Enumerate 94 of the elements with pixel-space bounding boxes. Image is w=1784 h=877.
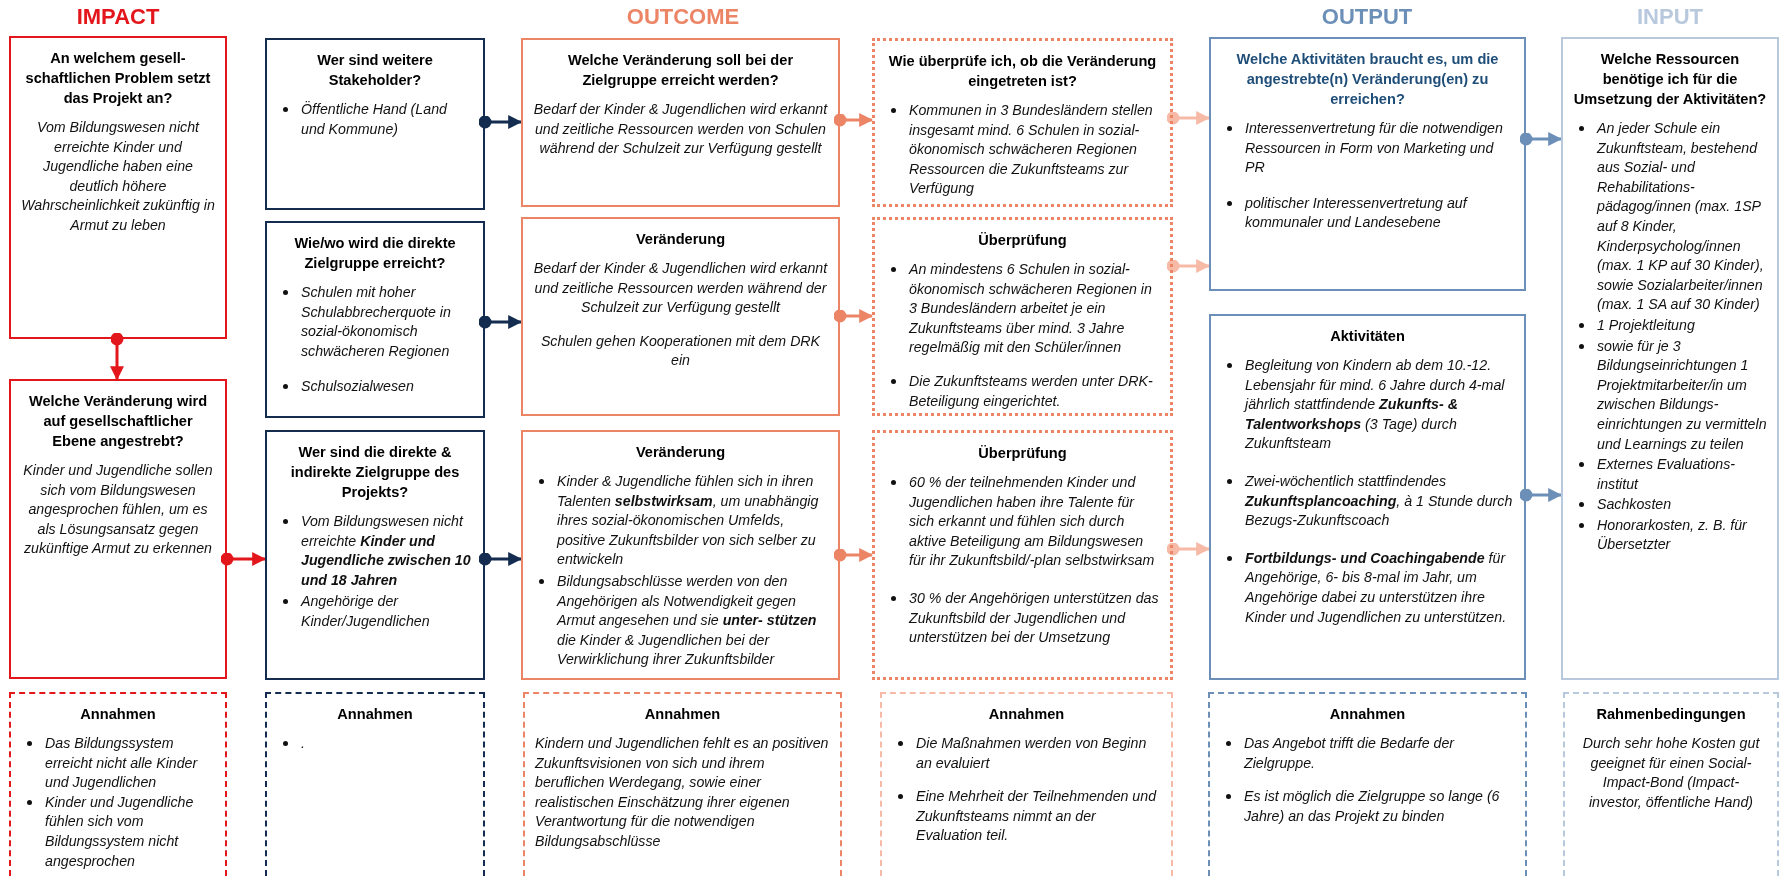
box-heading: Wie/wo wird die direkte Zielgruppe erreicht? [293, 234, 457, 273]
question-box [265, 430, 485, 680]
bullet-item: Die Zukunftsteams werden unter DRK-Beteiligung eingerichtet. [909, 371, 1154, 411]
bullet-item: An mindestens 6 Schulen in sozial-ökonomisch schwächeren Regionen in 3 Bundesländern arbeitet je ein Zukunftsteams über mind. 3 Jahre regelmäßig mit den Schüler/innen [909, 260, 1153, 358]
bullet-item: Zwei-wöchentlich stattfindendes Zukunftsplancoaching, à 1 Stunde durch Bezugs-Zukunftscoach [1245, 471, 1514, 531]
bullet-item: Schulsozialwesen [301, 377, 415, 397]
box-text: Durch sehr hohe Kosten gut geeignet für einen Social- Impact-Bond (Impact- investor, öffentliche Hand) [1581, 734, 1761, 812]
bullet-item: Angehörige der Kinder/Jugendlichen [301, 592, 431, 631]
question-box [1209, 37, 1526, 291]
bullet-item: Kinder & Jugendliche fühlen sich in ihren Talenten selbstwirksam, um unabhängig ihres sozial-ökonomischen Umfelds, positive Zukunftsbilder von sich selber zu entwickeln [557, 472, 820, 570]
bullet-item: Eine Mehrheit der Teilnehmenden und Zukunftsteams nimmt an der Evaluation teil. [916, 787, 1158, 846]
arrow [1519, 488, 1563, 502]
bullet-item: Externes Evaluations- institut [1597, 455, 1736, 494]
bullet-item: Schulen mit hoher Schulabbrecherquote in sozial-ökonomisch schwächeren Regionen [301, 283, 452, 361]
question-box [265, 221, 485, 418]
arrow [833, 548, 874, 562]
box-heading: An welchem gesell- schaftlichen Problem setzt das Projekt an? [24, 49, 212, 108]
bullet-item: Fortbildungs- und Coachingabende für Angehörige, 6- bis 8-mal im Jahr, um Angehörige dabei zu unterstützen ihre Kinder und Jugendlichen zu unterstützen. [1245, 548, 1508, 627]
box-heading: Welche Veränderung wird auf gesellschaftlicher Ebene angestrebt? [27, 392, 209, 451]
bullet-item: Die Maßnahmen werden von Beginn an evaluiert [916, 734, 1148, 773]
column-heading: IMPACT [76, 4, 160, 30]
outcome-box [521, 217, 840, 416]
box-text: Bedarf der Kinder & Jugendlichen wird erkannt und zeitliche Ressourcen werden von Schulen während der Schulzeit zur Verfügung gestellt [533, 100, 828, 159]
box-heading: Wie überprüfe ich, ob die Veränderung eingetreten ist? [887, 52, 1158, 91]
bullet-item: 30 % der Angehörigen unterstützen das Zukunftsbild der Jugendlichen und unterstützen bei der Umsetzung [909, 588, 1160, 648]
question-box [521, 38, 840, 207]
bullet-item: Bildungsabschlüsse werden von den Angehörigen als Notwendigkeit gegen Armut angesehen und sie unter- stützen die Kinder & Jugendlichen bei der Verwirklichung ihrer Zukunftsbilder [557, 571, 818, 670]
question-box [265, 38, 485, 210]
box-heading: Welche Ressourcen benötige ich für die Umsetzung der Aktivitäten? [1573, 50, 1767, 109]
box-heading: Rahmenbedingungen [1595, 705, 1747, 724]
box-text: Vom Bildungswesen nicht erreichte Kinder und Jugendliche haben eine deutlich höhere Wahrscheinlichkeit zukünftig in Armut zu leben [21, 118, 215, 235]
bullet-item: Es ist möglich die Zielgruppe so lange (6 Jahre) an das Projekt zu binden [1244, 787, 1501, 826]
box-heading: Annahmen [643, 705, 722, 724]
bullet-item: sowie für je 3 Bildungseinrichtungen 1 Projektmitarbeiter/in um zwischen Bildungs- einrichtungen zu vermitteln und Learnings zu teilen [1597, 336, 1767, 454]
box-text: Kindern und Jugendlichen fehlt es an positiven Zukunftsvisionen von sich und ihrem beruflichen Werdegang, sowie einer realistischen Einschätzung ihrer eigenen Verantwortung für die notwendigen Bildungsabschlüsse [535, 734, 830, 851]
assumption-box [9, 692, 227, 876]
check-box [872, 217, 1173, 416]
bullet-item: Das Angebot trifft die Bedarfe der Zielgruppe. [1244, 734, 1456, 773]
box-text: Bedarf der Kinder & Jugendlichen wird erkannt und zeitliche Ressourcen werden während der Schulzeit zur Verfügung gestellt [533, 259, 828, 318]
activity-box [1209, 314, 1526, 680]
arrow [220, 552, 267, 566]
bullet-item: 60 % der teilnehmenden Kinder und Jugendlichen haben ihre Talente für sich erkannt und fühlen sich durch aktive Beteiligung am Bildungswesen für ihr Zukunftsbild/-plan selbstwirksam [909, 473, 1156, 571]
box-text: Kinder und Jugendliche sollen sich vom Bildungswesen angesprochen fühlen, um es als Lösungsansatz gegen zukünftige Armut zu erkennen [22, 461, 214, 559]
box-heading: Welche Aktivitäten braucht es, um die angestrebte(n) Veränderung(en) zu erreichen? [1235, 50, 1500, 109]
box-heading: Veränderung [634, 443, 727, 462]
bullet-item: Kommunen in 3 Bundesländern stellen insgesamt mind. 6 Schulen in sozial-ökonomisch schwächeren Regionen Ressourcen die Zukunftsteams zur Verfügung [909, 101, 1154, 199]
box-heading: Veränderung [634, 230, 727, 249]
column-heading: OUTCOME [626, 4, 740, 30]
column-heading: INPUT [1637, 4, 1703, 30]
arrow [833, 113, 874, 127]
bullet-item: Vom Bildungswesen nicht erreichte Kinder und Jugendliche zwischen 10 und 18 Jahren [301, 512, 472, 590]
question-box [9, 379, 227, 679]
bullet-item: Sachkosten [1597, 495, 1673, 515]
bullet-item: . [301, 734, 306, 753]
arrow [1166, 542, 1211, 556]
question-box [9, 36, 227, 339]
arrow [478, 315, 523, 329]
column-heading: OUTPUT [1321, 4, 1413, 30]
box-heading: Überprüfung [977, 231, 1068, 250]
box-heading: Annahmen [336, 705, 414, 724]
arrow [1166, 259, 1211, 273]
box-heading: Überprüfung [977, 444, 1068, 463]
box-heading: Wer sind die direkte & indirekte Zielgruppe des Projekts? [289, 443, 461, 502]
arrow [110, 332, 124, 381]
box-heading: Annahmen [987, 705, 1066, 724]
box-heading: Annahmen [1328, 705, 1407, 724]
bullet-item: Interessenvertretung für die notwendigen Ressourcen in Form von Marketing und PR [1245, 119, 1504, 178]
box-text: Schulen gehen Kooperationen mit dem DRK ein [539, 331, 822, 371]
assumption-box [880, 692, 1173, 876]
arrow [478, 552, 523, 566]
arrow [1519, 132, 1563, 146]
question-box [1561, 37, 1779, 680]
bullet-item: An jeder Schule ein Zukunftsteam, bestehend aus Sozial- und Rehabilitations- pädagog/innen (max. 1SP auf 8 Kinder, Kinderpsycholog/innen (max. 1 KP auf 30 Kinder), sowie Sozialarbeiter/innen (max. 1 SA auf 30 Kinder) [1597, 119, 1765, 315]
arrow [1166, 111, 1211, 125]
check-box [872, 430, 1173, 680]
assumption-box [523, 692, 842, 876]
bullet-item: 1 Projektleitung [1597, 315, 1696, 335]
assumption-box [1208, 692, 1527, 876]
outcome-box [521, 430, 840, 680]
box-heading: Wer sind weitere Stakeholder? [316, 51, 434, 90]
bullet-item: politischer Interessenvertretung auf kommunaler und Landesebene [1245, 193, 1469, 233]
box-heading: Aktivitäten [1329, 327, 1406, 346]
box-heading: Welche Veränderung soll bei der Zielgruppe erreicht werden? [566, 51, 795, 90]
condition-box [1563, 692, 1779, 876]
assumption-box [265, 692, 485, 876]
bullet-item: Öffentliche Hand (Land und Kommune) [301, 100, 449, 139]
box-heading: Annahmen [79, 705, 157, 724]
bullet-item: Das Bildungssystem erreicht nicht alle Kinder und Jugendlichen [45, 734, 199, 793]
bullet-item: Begleitung von Kindern ab dem 10.-12. Lebensjahr für mind. 6 Jahre durch 4-mal jährlich stattfindende Zukunfts- & Talentworkshops (3 Tage) durch Zukunftsteam [1245, 356, 1506, 454]
question-box [872, 38, 1173, 207]
bullet-item: Honorarkosten, z. B. für Übersetzter [1597, 515, 1748, 555]
arrow [478, 115, 523, 129]
arrow [833, 309, 874, 323]
bullet-item: Kinder und Jugendliche fühlen sich vom Bildungssystem nicht angesprochen [45, 792, 195, 871]
